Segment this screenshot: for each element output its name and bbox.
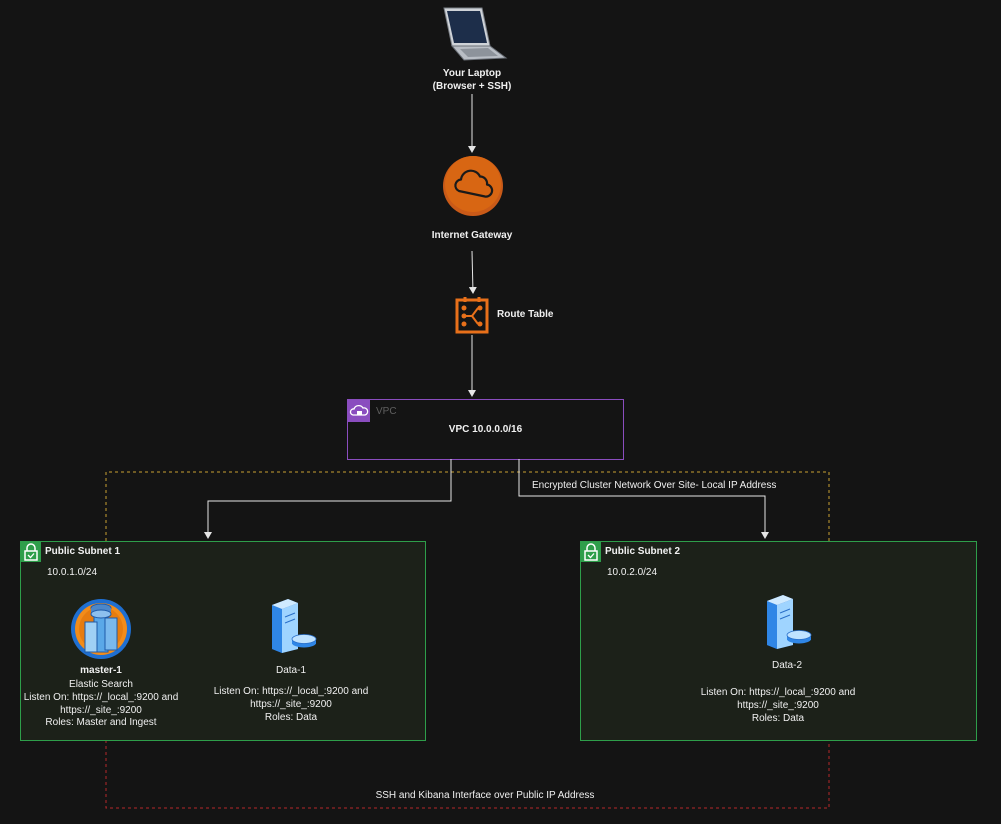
master-1-service: Elastic Search [69,679,133,690]
vpc-cidr-label: VPC 10.0.0.0/16 [448,424,523,435]
gateway-to-route-table-arrow [468,250,477,294]
data-1-roles: Roles: Data [264,712,318,723]
data-2-listen: Listen On: https://_local_:9200 and [700,687,856,698]
data-server-icon [763,593,813,649]
internet-gateway-label: Internet Gateway [431,230,513,241]
lock-icon [581,542,601,562]
subnet-2-title: Public Subnet 2 [605,546,681,557]
master-1-name: master-1 [80,665,122,676]
public-access-label: SSH and Kibana Interface over Public IP … [335,789,635,802]
data-2-roles: Roles: Data [751,713,805,724]
vpc-icon [348,400,370,422]
laptop-label-line2: (Browser + SSH) [432,81,512,92]
subnet-1-cidr: 10.0.1.0/24 [47,567,98,578]
lock-icon [21,542,41,562]
data-1-listen: Listen On: https://_local_:9200 and [213,686,369,697]
data-1-listen-site: https://_site_:9200 [250,699,332,710]
cluster-network-label: Encrypted Cluster Network Over Site- Loc… [531,479,778,492]
vpc-to-subnet-2-arrow [518,459,769,539]
subnet-2-cidr: 10.0.2.0/24 [607,567,658,578]
master-1-listen: Listen On: https://_local_:9200 and [23,692,179,703]
elasticsearch-server-icon [70,598,132,660]
data-server-icon [268,597,318,653]
route-table-icon [455,296,489,334]
master-1-listen-site: https://_site_:9200 [60,705,142,716]
vpc-to-subnet-1-arrow [204,459,452,539]
master-1-roles: Roles: Master and Ingest [45,717,157,728]
route-table-label: Route Table [497,309,554,320]
vpc-box[interactable]: VPC VPC 10.0.0.0/16 [347,399,624,460]
public-access-dashed-line [105,740,830,809]
vpc-tag: VPC [376,406,397,417]
laptop-icon [436,6,508,62]
data-1-name: Data-1 [275,665,306,676]
cloud-icon [442,155,504,217]
data-2-listen-site: https://_site_:9200 [737,700,819,711]
data-2-name: Data-2 [771,660,802,671]
subnet-1-title: Public Subnet 1 [45,546,121,557]
laptop-label-line1: Your Laptop [442,68,502,79]
